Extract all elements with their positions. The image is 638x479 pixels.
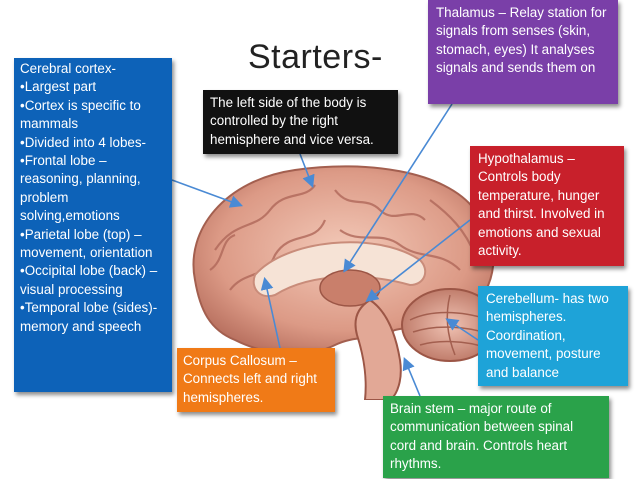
cerebellum-box: Cerebellum- has two hemispheres. Coordin… (478, 286, 628, 386)
corpus-callosum-text: Corpus Callosum – Connects left and righ… (183, 353, 317, 405)
hemisphere-note-text: The left side of the body is controlled … (210, 95, 374, 147)
thalamus-box: Thalamus – Relay station for signals fro… (428, 0, 618, 104)
cortex-line: •Parietal lobe (top) – movement, orienta… (20, 226, 153, 261)
hemisphere-note-box: The left side of the body is controlled … (203, 90, 398, 154)
cortex-line: •Divided into 4 lobes- (20, 134, 147, 150)
cortex-line: •Occipital lobe (back) – visual processi… (20, 263, 158, 297)
cortex-line: •Temporal lobe (sides)- memory and speec… (20, 300, 158, 334)
cortex-line: •Frontal lobe – reasoning, planning, pro… (20, 153, 141, 224)
brain-stem-box: Brain stem – major route of communicatio… (383, 396, 609, 478)
cortex-line: •Largest part (20, 79, 97, 95)
corpus-callosum-box: Corpus Callosum – Connects left and righ… (177, 348, 335, 412)
brain-stem-text: Brain stem – major route of communicatio… (390, 401, 574, 472)
hypothalamus-box: Hypothalamus – Controls body temperature… (470, 146, 624, 266)
slide-title: Starters- (248, 38, 383, 76)
cerebellum-text: Cerebellum- has two hemispheres. Coordin… (486, 291, 609, 380)
thalamus-text: Thalamus – Relay station for signals fro… (436, 5, 607, 76)
cortex-line: •Cortex is specific to mammals (20, 97, 141, 132)
cortex-line: Cerebral cortex- (20, 61, 116, 76)
hypothalamus-text: Hypothalamus – Controls body temperature… (478, 151, 605, 259)
cerebral-cortex-box: Cerebral cortex- •Largest part •Cortex i… (14, 58, 172, 392)
